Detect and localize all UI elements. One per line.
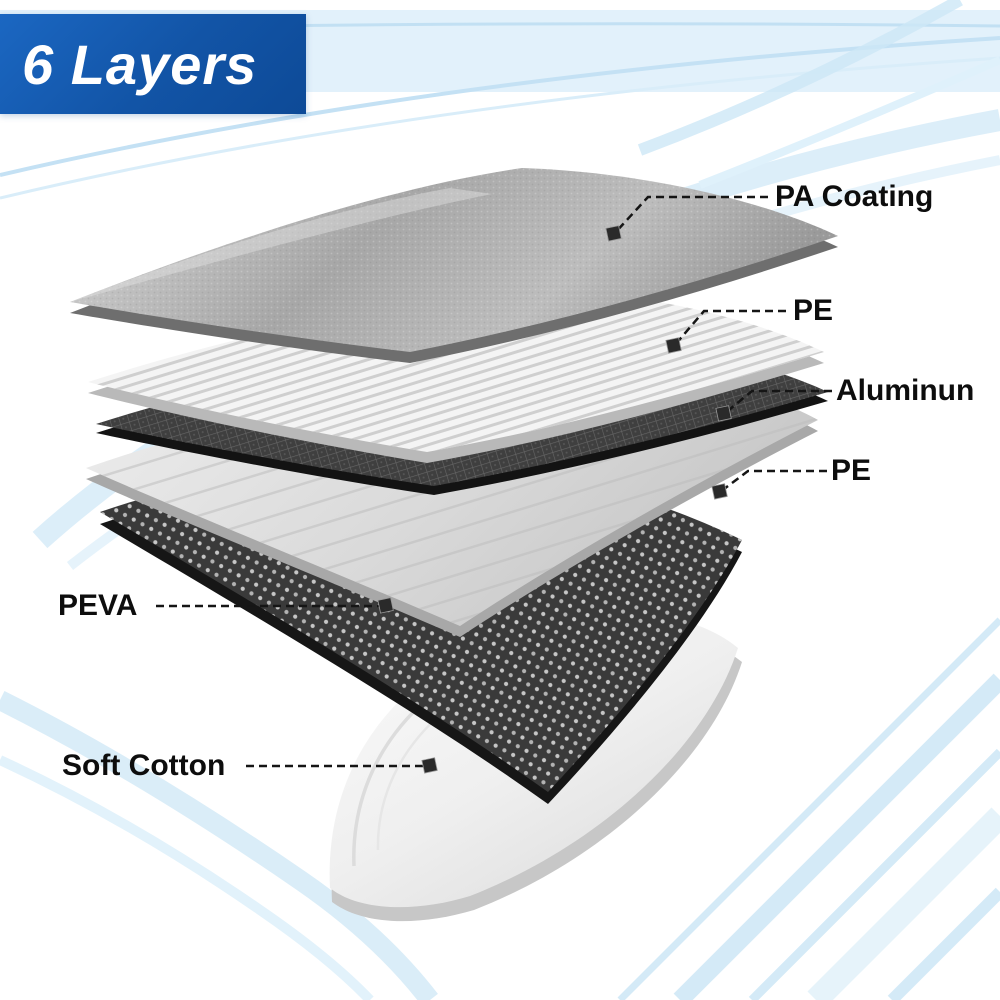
marker-pa-coating	[605, 225, 622, 242]
marker-pe-bottom	[711, 483, 728, 500]
leader-markers	[377, 225, 732, 774]
label-aluminum: Aluminun	[836, 374, 975, 407]
page-title: 6 Layers	[22, 32, 258, 96]
leader-pa-coating	[613, 195, 768, 235]
label-pa-coating: PA Coating	[775, 180, 934, 213]
marker-peva	[377, 597, 394, 614]
leader-aluminum	[723, 389, 832, 415]
layer-pa-coating	[70, 168, 838, 363]
leader-lines	[156, 195, 832, 768]
marker-pe-top	[665, 337, 682, 354]
label-pe-bottom: PE	[831, 454, 872, 487]
label-soft-cotton: Soft Cotton	[62, 749, 226, 782]
leader-pe-bottom	[719, 469, 827, 493]
label-pe-top: PE	[793, 294, 834, 327]
marker-soft-cotton	[421, 757, 438, 774]
label-peva: PEVA	[58, 589, 138, 622]
leader-pe-top	[673, 309, 786, 347]
layer-pe-top	[88, 288, 824, 463]
title-banner: 6 Layers	[0, 14, 306, 114]
marker-aluminum	[715, 405, 732, 422]
